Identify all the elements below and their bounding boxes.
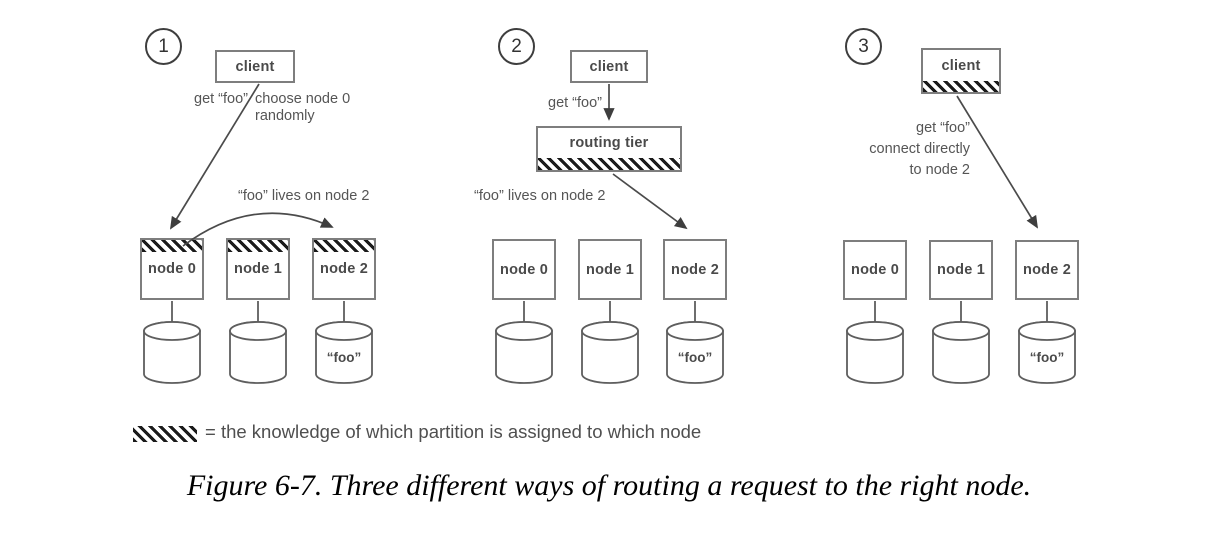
node-label: node 2: [671, 261, 719, 278]
partition-knowledge-hatch: [228, 240, 288, 252]
figure-caption: Figure 6-7. Three different ways of rout…: [186, 469, 1032, 502]
routing-tier-label: routing tier: [569, 135, 649, 151]
panel-2-node-1-box: node 1: [578, 239, 642, 300]
panel-3-request-label: get “foo” connect directly to node 2: [869, 120, 970, 178]
panel-2-request-label: get “foo”: [548, 95, 602, 111]
partition-knowledge-hatch: [538, 158, 680, 170]
panel-1-client-box: client: [215, 50, 295, 83]
panel-1-routing-note: “foo” lives on node 2: [238, 188, 370, 204]
panel-2-partition-foo-label: “foo”: [677, 350, 713, 365]
node-label: node 1: [586, 261, 634, 278]
panel-2-number-badge: 2: [498, 28, 535, 65]
panel-2-routing-tier-box: routing tier: [536, 126, 682, 172]
panel-1-number-badge: 1: [145, 28, 182, 65]
panel-2-client-box: client: [570, 50, 648, 83]
panel-1-node-1-box: node 1: [226, 238, 290, 300]
panel-3-node-1-box: node 1: [929, 240, 993, 300]
panel-3-node-2-box: node 2: [1015, 240, 1079, 300]
panel-1-request-label: get “foo”: [194, 91, 248, 107]
panel-number: 3: [858, 35, 869, 57]
panel-1-partition-foo-label: “foo”: [326, 350, 362, 365]
database-cylinder: [581, 321, 639, 384]
node-label: node 0: [851, 262, 899, 278]
panel-number: 2: [511, 35, 522, 57]
client-label: client: [941, 57, 981, 74]
panel-3-client-box: client: [921, 48, 1001, 94]
partition-knowledge-hatch: [314, 240, 374, 252]
node-label: node 1: [937, 262, 985, 278]
panel-2-node-2-box: node 2: [663, 239, 727, 300]
node-label: node 1: [234, 261, 282, 277]
partition-knowledge-hatch: [142, 240, 202, 252]
database-cylinder: [229, 321, 287, 384]
database-cylinder: [495, 321, 553, 384]
legend: = the knowledge of which partition is as…: [133, 421, 701, 443]
database-cylinder: [846, 321, 904, 384]
database-cylinder: [932, 321, 990, 384]
node-label: node 0: [500, 261, 548, 278]
partition-knowledge-hatch: [923, 81, 999, 92]
node-db-connectors: [171, 301, 1048, 324]
client-label: client: [589, 58, 629, 75]
panel-2-routing-note: “foo” lives on node 2: [474, 188, 606, 204]
node-label: node 2: [320, 261, 368, 277]
node-label: node 2: [1023, 262, 1071, 278]
client-label: client: [235, 58, 275, 75]
panel-3-number-badge: 3: [845, 28, 882, 65]
panel-number: 1: [158, 35, 169, 57]
panel-1-annotation: choose node 0 randomly: [255, 91, 351, 124]
database-cylinder: [143, 321, 201, 384]
panel-3-node-0-box: node 0: [843, 240, 907, 300]
legend-text: = the knowledge of which partition is as…: [205, 421, 702, 442]
panel-1-node-0-box: node 0: [140, 238, 204, 300]
legend-hatch-swatch: [133, 425, 197, 442]
panel-3-partition-foo-label: “foo”: [1029, 350, 1065, 365]
panel-1-node-2-box: node 2: [312, 238, 376, 300]
node-label: node 0: [148, 261, 196, 277]
panel-2-node-0-box: node 0: [492, 239, 556, 300]
